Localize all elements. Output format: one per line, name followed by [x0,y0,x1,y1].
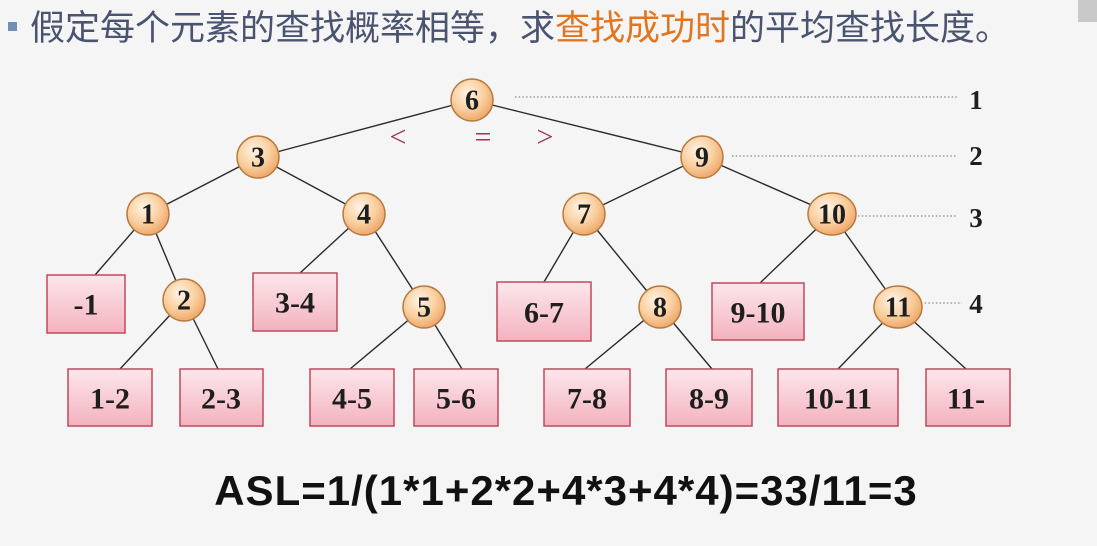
edge [471,99,703,158]
node-circle [162,278,206,322]
node-label: 1 [141,200,155,231]
node-circle [126,192,170,236]
node-circle [236,135,280,179]
slide-title: 假定每个元素的查找概率相等，求查找成功时的平均查找长度。 [8,6,1083,52]
tree-node: 2 [162,278,206,322]
leaf-label: 6-7 [524,297,564,330]
node-circle [638,285,682,329]
leaf-box: 10-11 [777,368,899,427]
level-label: 3 [969,203,983,233]
leaf-label: -1 [74,289,99,322]
node-label: 9 [695,143,709,174]
node-label: 7 [577,200,591,231]
leaf-rect [252,272,338,332]
leaf-box: 3-4 [252,272,338,332]
node-circle [680,135,724,179]
edge [257,99,473,158]
tree-node: 11 [873,285,923,329]
leaf-rect [711,282,805,341]
tree-node: 5 [402,285,446,329]
tree-leaves: -1 3-4 6-7 9-10 1-2 2-3 4-5 5-6 [46,272,1011,427]
equals-symbol: = [475,121,492,154]
node-label: 10 [818,200,846,231]
node-circle [450,78,494,122]
leaf-rect [777,368,899,427]
level-label: 4 [969,289,983,319]
leaf-rect [46,274,126,334]
leaf-box: 4-5 [309,368,395,427]
node-circle [342,192,386,236]
leaf-rect [543,368,631,427]
node-label: 3 [251,143,265,174]
level-guides [515,96,962,304]
level-labels: 1 2 3 4 [969,85,983,319]
greater-than-symbol: > [537,121,554,154]
tree-node: 4 [342,192,386,236]
tree-node: 1 [126,192,170,236]
compare-symbols: < = > [390,121,554,154]
less-than-symbol: < [390,121,407,154]
node-circle [807,192,857,236]
leaf-box: 9-10 [711,282,805,341]
leaf-box: -1 [46,274,126,334]
tree-node: 3 [236,135,280,179]
leaf-box: 5-6 [413,368,499,427]
leaf-label: 8-9 [689,383,729,416]
node-circle [562,192,606,236]
leaf-rect [665,368,753,427]
tree-node: 6 [450,78,494,122]
edge [583,156,703,215]
node-label: 8 [653,293,667,324]
tree-node: 9 [680,135,724,179]
leaf-box: 2-3 [179,368,264,427]
leaf-label: 11- [947,383,985,416]
leaf-rect [413,368,499,427]
leaf-rect [309,368,395,427]
leaf-label: 7-8 [567,383,607,416]
leaf-box: 7-8 [543,368,631,427]
title-highlight: 查找成功时 [555,9,731,49]
leaf-label: 9-10 [731,297,786,330]
tree-node: 8 [638,285,682,329]
leaf-label: 1-2 [90,383,130,416]
leaf-label: 3-4 [275,287,315,320]
leaf-box: 6-7 [496,281,592,342]
node-circle [402,285,446,329]
leaf-label: 4-5 [332,383,372,416]
leaf-box: 8-9 [665,368,753,427]
node-label: 11 [885,293,911,324]
scrollbar-thumb[interactable] [1078,0,1097,22]
level-label: 1 [969,85,983,115]
leaf-rect [925,368,1011,427]
level-label: 2 [969,141,983,171]
node-label: 2 [177,286,191,317]
leaf-label: 2-3 [201,383,241,416]
tree-nodes: 6 3 9 1 4 7 10 2 [126,78,923,329]
node-circle [873,285,923,329]
leaf-rect [67,368,153,427]
leaf-rect [179,368,264,427]
node-label: 5 [417,293,431,324]
node-label: 6 [465,86,479,117]
square-bullet-icon [8,21,17,31]
leaf-box: 1-2 [67,368,153,427]
tree-node: 10 [807,192,857,236]
leaf-label: 10-11 [804,383,872,416]
tree-node: 7 [562,192,606,236]
leaf-box: 11- [925,368,1011,427]
asl-formula: ASL=1/(1*1+2*2+4*3+4*4)=33/11=3 [214,467,918,514]
node-label: 4 [357,200,371,231]
title-suffix: 的平均查找长度。 [730,9,1011,49]
leaf-label: 5-6 [436,383,476,416]
title-prefix: 假定每个元素的查找概率相等，求 [30,9,556,49]
leaf-rect [496,281,592,342]
